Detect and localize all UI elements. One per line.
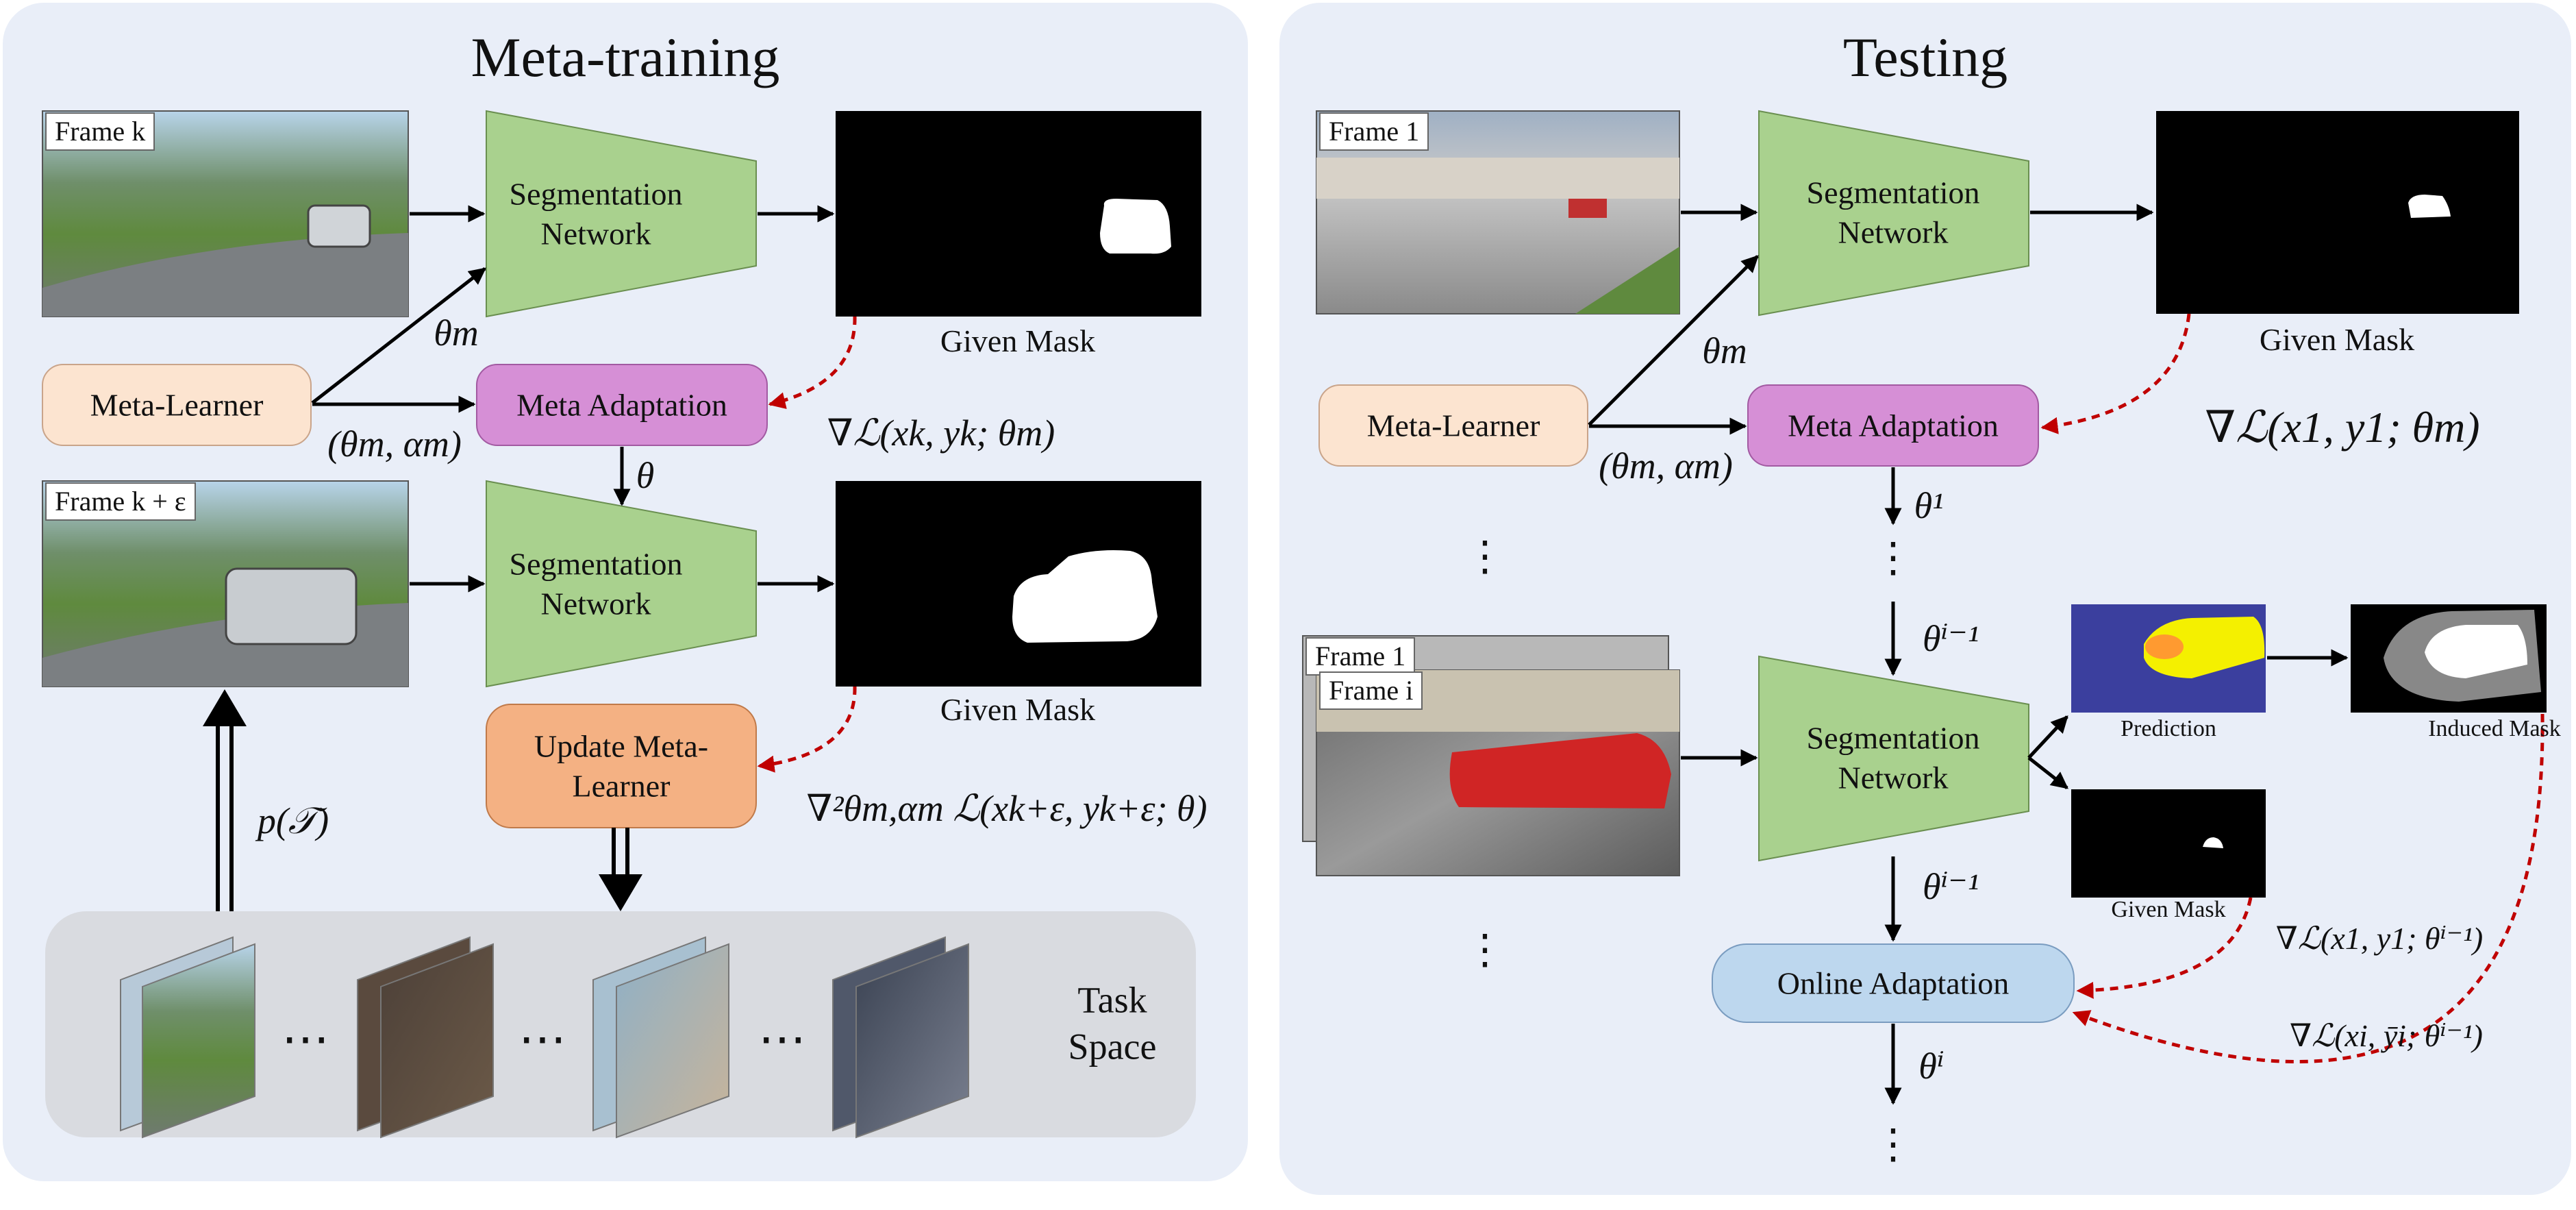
theta-m-label: θm [434,312,479,354]
prediction-label: Prediction [2121,716,2216,741]
given-mask-frame-1 [2156,111,2519,314]
theta-m-label-test: θm [1702,330,1747,371]
induced-mask-image [2351,604,2547,713]
task-ellipsis-3: ⋯ [758,1013,806,1066]
frame-1-tag-stack: Frame 1 [1305,637,1416,676]
frame-i-tag: Frame i [1319,671,1423,710]
task-space-label: Task Space [1068,979,1157,1067]
right-arrows [1588,203,2349,1105]
online-adaptation-label: Online Adaptation [1777,965,2010,1001]
seg-net-label-test-bottom: Segmentation Network [1806,720,1980,795]
given-mask-small-image [2071,789,2266,898]
given-mask-label-top: Given Mask [940,323,1096,358]
meta-learner-box [42,364,312,446]
given-mask-k [836,111,1201,317]
update-meta-learner-label: Update Meta-Learner [534,728,709,804]
meta-adaptation-box-test [1747,384,2039,467]
meta-learner-box-test [1318,384,1588,467]
grad-loss-label: ∇ℒ(xk, yk; θm) [827,412,1055,454]
task-thumbnails [120,936,969,1139]
p-task-double-arrow [203,689,247,911]
given-mask-k-eps [836,481,1201,687]
update-meta-learner-box [486,704,757,828]
p-task-label: p(𝒯) [257,800,329,841]
theta-i-minus-1-label-b: θⁱ⁻¹ [1922,866,1979,907]
given-mask-small-label: Given Mask [2111,897,2226,922]
meta-adaptation-label: Meta Adaptation [516,387,727,423]
meta-adaptation-label-test: Meta Adaptation [1788,408,1999,443]
frame-k-eps-tag: Frame k + ε [45,482,196,521]
frame-k-tag: Frame k [45,112,155,151]
prediction-image [2071,604,2266,713]
given-mask-label-test: Given Mask [2259,322,2415,357]
theta-i-minus-1-label-a: θⁱ⁻¹ [1922,618,1979,659]
seg-net-label-bottom: Segmentation Network [509,546,683,621]
induced-mask-label: Induced Mask [2428,716,2561,741]
theta-1-label: θ¹ [1914,485,1944,526]
seg-net-trapezoid-bottom [486,480,757,688]
frame-1-tag: Frame 1 [1319,112,1429,151]
seg-net-label-top: Segmentation Network [509,176,683,251]
vdots-frames-bottom: ⋮ [1464,927,1505,972]
vdots-frames-top: ⋮ [1464,534,1505,579]
frame-k-image [42,110,409,317]
testing-title: Testing [1842,26,2008,88]
meta-learner-label: Meta-Learner [90,387,264,423]
frame-1-image [1316,110,1680,314]
theta-alpha-label-test: (θm, αm) [1599,445,1733,486]
seg-net-trapezoid-top [486,110,757,318]
meta-learner-label-test: Meta-Learner [1366,408,1540,443]
seg-net-label-test-top: Segmentation Network [1806,175,1980,250]
given-mask-label-bottom: Given Mask [940,692,1096,727]
grad-loss-prev-label: ∇ℒ(x1, y1; θⁱ⁻¹) [2275,921,2484,956]
seg-net-trapezoid-test-top [1758,110,2029,317]
grad-loss-induced-label: ∇ℒ(xi, ȳi; θⁱ⁻¹) [2289,1018,2484,1053]
grad-loss-label-test: ∇ℒ(x1, y1; θm) [2205,403,2480,452]
grad2-loss-label: ∇²θm,αm ℒ(xk+ε, yk+ε; θ) [806,788,1208,829]
seg-net-trapezoid-test-bottom [1758,655,2029,862]
vdots-theta: ⋮ [1873,535,1914,580]
online-adaptation-box [1712,943,2075,1023]
theta-alpha-label: (θm, αm) [327,423,462,465]
left-arrows [311,205,835,593]
left-red-dashed-arrows [757,316,857,773]
vdots-end: ⋮ [1873,1122,1914,1167]
theta-i-label: θⁱ [1918,1046,1944,1087]
task-ellipsis-1: ⋯ [282,1013,329,1066]
meta-training-title: Meta-training [471,26,780,88]
meta-adaptation-box [476,364,768,446]
theta-label: θ [636,455,655,496]
update-double-arrow [599,828,642,911]
task-ellipsis-2: ⋯ [518,1013,566,1066]
right-red-dashed-arrows [2040,313,2544,1063]
